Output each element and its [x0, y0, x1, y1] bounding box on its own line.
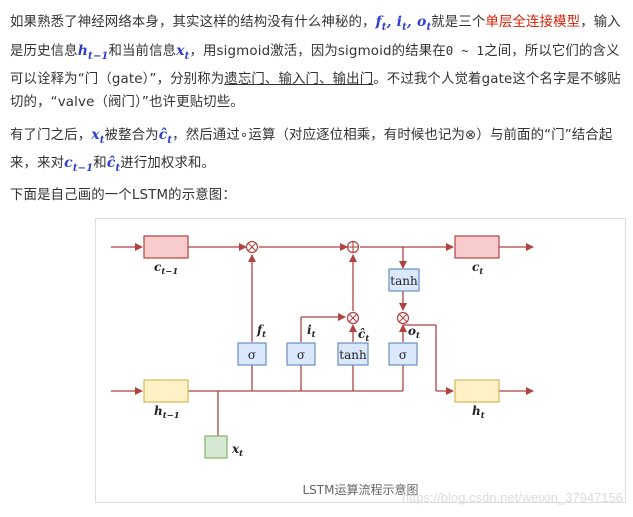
math-c-hat-t: ĉt — [106, 154, 121, 174]
text-segment: 和当前信息 — [108, 43, 177, 59]
math-x-t: xt — [91, 127, 105, 146]
math-i-t: it — [396, 14, 407, 33]
input-box — [204, 435, 228, 459]
forget-gate-sigma-label: σ — [248, 348, 256, 362]
operator-circles — [245, 240, 410, 325]
text-segment: 如果熟悉了神经网络本身，其实这样的结构没有什么神秘的， — [10, 15, 376, 30]
gate-names-underlined: 遗忘门、输入门、输出门 — [224, 71, 374, 87]
paragraph-figure-intro: 下面是自己画的一个LSTM的示意图： — [10, 188, 236, 203]
input-gate-sigma-label: σ — [297, 348, 305, 362]
prev-cell-state-box — [143, 235, 189, 259]
math-c-hat-t: ĉt — [158, 127, 173, 146]
text-segment: ，用sigmoid激活，因为sigmoid的结果在 — [189, 43, 446, 59]
text-segment: 被整合为 — [104, 128, 159, 143]
lstm-diagram: σ σ tanh σ tanh ct−1 ct ht−1 ht xt ft — [111, 235, 534, 459]
lstm-diagram-figure: σ σ tanh σ tanh ct−1 ct ht−1 ht xt ft — [95, 218, 626, 503]
math-o-t: ot — [416, 14, 432, 33]
output-tanh-box — [388, 268, 420, 292]
text-segment: 。不过我个人觉着gate这个名字是不够贴切的，“valve（阀门）”也许更贴切些… — [10, 71, 621, 110]
text-segment: 就是三个 — [431, 15, 486, 30]
math-f-t: ft — [375, 14, 387, 33]
hidden-state-box — [454, 379, 500, 403]
label-c-t-minus-1: ct−1 — [154, 260, 178, 277]
label-i-t: it — [307, 323, 316, 340]
operator-glyphs — [247, 241, 408, 323]
figure-caption: LSTM运算流程示意图 — [302, 483, 419, 497]
candidate-tanh-box — [337, 342, 369, 366]
highlight-single-layer-fc-link[interactable]: 单层全连接模型 — [485, 15, 581, 30]
math-range: 0 ~ 1 — [445, 42, 485, 58]
text-segment: 有了门之后， — [10, 128, 92, 143]
math-h-t-minus-1: ht−1 — [77, 42, 109, 62]
label-x-t: xt — [231, 442, 243, 459]
text-segment: 和 — [93, 155, 107, 171]
cell-state-box — [454, 235, 500, 259]
text-segment: 之间，所以它们的含义可以诠释为“门（gate）”，分别称为 — [10, 43, 620, 87]
paragraph-gates-intro: 如果熟悉了神经网络本身，其实这样的结构没有什么神秘的，ft, it, ot就是三… — [10, 11, 628, 114]
math-x-t: xt — [176, 42, 190, 62]
label-c-hat-t: ĉt — [358, 327, 369, 344]
output-gate-sigma-label: σ — [399, 348, 407, 362]
label-o-t: ot — [408, 324, 420, 341]
text-segment: 进行加权求和。 — [120, 155, 216, 171]
math-separator: , — [406, 14, 417, 30]
input-gate-box — [286, 342, 316, 366]
text-segment: ，然后通过∘运算（对应逐位相乘，有时候也记为⊗）与前面的“门”结合起来，来对 — [10, 128, 613, 171]
label-h-t-minus-1: ht−1 — [154, 404, 180, 421]
math-c-t-minus-1: ct−1 — [64, 154, 94, 174]
math-separator: , — [386, 14, 397, 30]
hidden-state-lines — [111, 247, 534, 436]
output-gate-box — [388, 342, 418, 366]
label-h-t: ht — [472, 404, 485, 421]
candidate-tanh-label: tanh — [339, 348, 367, 362]
label-f-t: ft — [256, 323, 266, 340]
watermark: https://blog.csdn.net/weixin_37947156 — [401, 490, 623, 505]
text-segment: ，输入是历史信息 — [10, 15, 621, 59]
paragraph-gate-combination: 有了门之后，xt被整合为ĉt，然后通过∘运算（对应逐位相乘，有时候也记为⊗）与前… — [10, 124, 628, 180]
label-c-t: ct — [472, 260, 483, 277]
output-tanh-label: tanh — [390, 274, 418, 288]
prev-hidden-state-box — [143, 379, 189, 403]
forget-gate-box — [237, 342, 267, 366]
